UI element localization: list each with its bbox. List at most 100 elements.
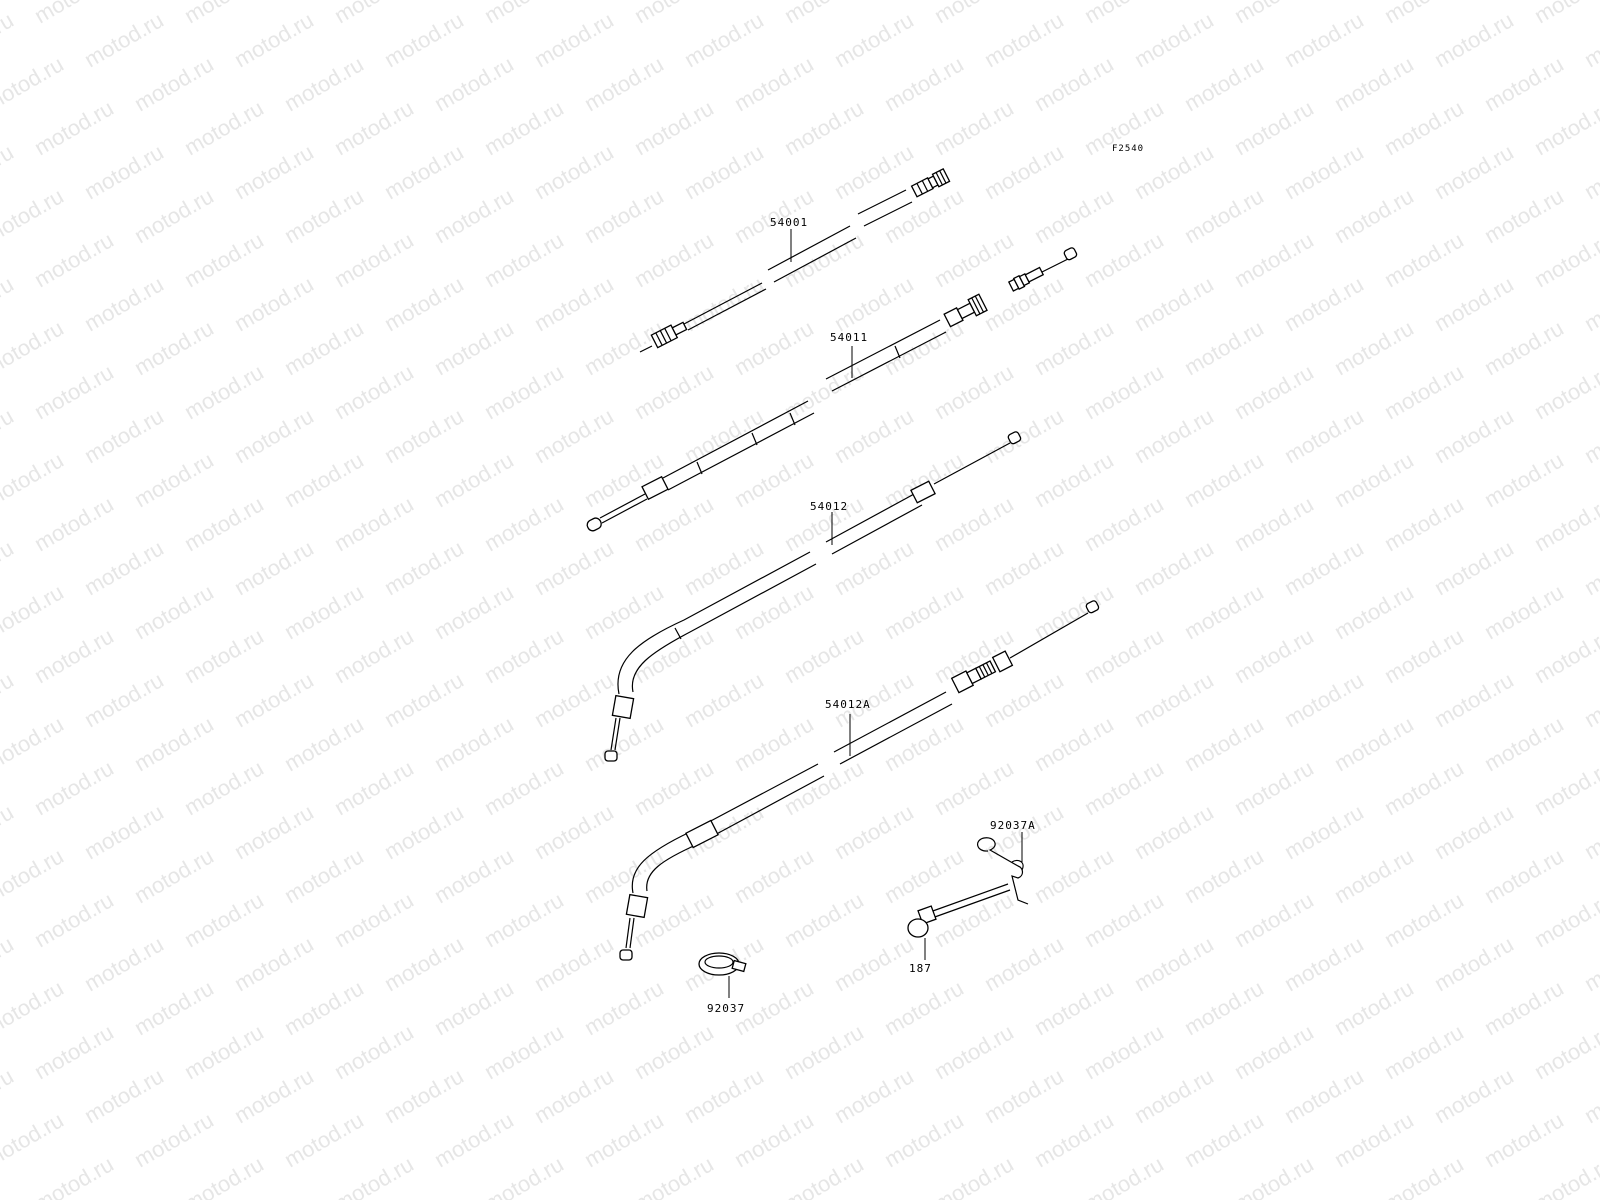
- watermark-text: motod.ru: [1380, 1019, 1468, 1084]
- watermark-text: motod.ru: [1030, 315, 1118, 380]
- watermark-text: motod.ru: [230, 1063, 318, 1128]
- watermark-text: motod.ru: [680, 667, 768, 732]
- watermark-text: motod.ru: [680, 139, 768, 204]
- watermark-text: motod.ru: [330, 95, 418, 160]
- watermark-text: motod.ru: [1380, 359, 1468, 424]
- watermark-text: motod.ru: [280, 1107, 368, 1172]
- watermark-text: motod.ru: [180, 359, 268, 424]
- watermark-text: motod.ru: [80, 403, 168, 468]
- watermark-text: motod.ru: [130, 447, 218, 512]
- watermark-text: motod.ru: [1330, 1107, 1418, 1172]
- watermark-text: motod.ru: [430, 1107, 518, 1172]
- watermark-text: motod.ru: [1280, 535, 1368, 600]
- watermark-text: motod.ru: [30, 359, 118, 424]
- watermark-text: motod.ru: [930, 0, 1018, 28]
- watermark-text: motod.ru: [30, 95, 118, 160]
- watermark-text: motod.ru: [980, 1195, 1068, 1200]
- watermark-text: motod.ru: [480, 887, 568, 952]
- watermark-text: motod.ru: [330, 359, 418, 424]
- watermark-text: motod.ru: [1580, 799, 1600, 864]
- watermark-text: motod.ru: [0, 799, 18, 864]
- watermark-text: motod.ru: [580, 843, 668, 908]
- watermark-text: motod.ru: [880, 975, 968, 1040]
- watermark-text: motod.ru: [1230, 1019, 1318, 1084]
- watermark-text: motod.ru: [1480, 843, 1568, 908]
- watermark-text: motod.ru: [1230, 491, 1318, 556]
- watermark-text: motod.ru: [330, 887, 418, 952]
- watermark-text: motod.ru: [380, 139, 468, 204]
- watermark-text: motod.ru: [180, 623, 268, 688]
- part-label-54012a[interactable]: 54012A: [825, 698, 871, 711]
- watermark-text: motod.ru: [880, 579, 968, 644]
- watermark-text: motod.ru: [1530, 1019, 1600, 1084]
- watermark-text: motod.ru: [280, 183, 368, 248]
- watermark-text: motod.ru: [1230, 359, 1318, 424]
- watermark-text: motod.ru: [180, 1019, 268, 1084]
- watermark-text: motod.ru: [730, 579, 818, 644]
- watermark-text: motod.ru: [1280, 139, 1368, 204]
- watermark-text: motod.ru: [1230, 887, 1318, 952]
- watermark-text: motod.ru: [630, 0, 718, 28]
- watermark-text: motod.ru: [380, 7, 468, 72]
- part-label-54001[interactable]: 54001: [770, 216, 808, 229]
- watermark-text: motod.ru: [730, 711, 818, 776]
- part-label-187[interactable]: 187: [909, 962, 932, 975]
- watermark-text: motod.ru: [730, 1107, 818, 1172]
- watermark-text: motod.ru: [0, 315, 68, 380]
- watermark-text: motod.ru: [330, 491, 418, 556]
- watermark-text: motod.ru: [1480, 183, 1568, 248]
- watermark-text: motod.ru: [830, 931, 918, 996]
- watermark-text: motod.ru: [1380, 623, 1468, 688]
- watermark-text: motod.ru: [380, 667, 468, 732]
- watermark-text: motod.ru: [1430, 535, 1518, 600]
- speedometer-cable-54001[interactable]: [639, 167, 951, 353]
- watermark-text: motod.ru: [1280, 403, 1368, 468]
- watermark-text: motod.ru: [1530, 491, 1600, 556]
- throttle-cable-54012[interactable]: [604, 431, 1022, 762]
- watermark-text: motod.ru: [0, 403, 18, 468]
- watermark-text: motod.ru: [430, 315, 518, 380]
- watermark-text: motod.ru: [0, 183, 68, 248]
- watermark-text: motod.ru: [1530, 887, 1600, 952]
- watermark-text: motod.ru: [1080, 623, 1168, 688]
- watermark-text: motod.ru: [330, 0, 418, 28]
- watermark-text: motod.ru: [880, 51, 968, 116]
- watermark-text: motod.ru: [1130, 799, 1218, 864]
- watermark-text: motod.ru: [1380, 755, 1468, 820]
- bolt-187[interactable]: [907, 883, 1011, 938]
- watermark-text: motod.ru: [0, 579, 68, 644]
- watermark-text: motod.ru: [130, 711, 218, 776]
- band-clamp-92037[interactable]: [698, 952, 747, 976]
- watermark-text: motod.ru: [130, 579, 218, 644]
- watermark-text: motod.ru: [680, 1063, 768, 1128]
- watermark-text: motod.ru: [1430, 1063, 1518, 1128]
- part-label-92037[interactable]: 92037: [707, 1002, 745, 1015]
- watermark-text: motod.ru: [80, 1195, 168, 1200]
- watermark-text: motod.ru: [930, 491, 1018, 556]
- watermark-text: motod.ru: [480, 227, 568, 292]
- watermark-text: motod.ru: [930, 755, 1018, 820]
- watermark-text: motod.ru: [580, 1107, 668, 1172]
- wire-clamp-92037a[interactable]: [977, 837, 1029, 905]
- part-label-92037a[interactable]: 92037A: [990, 819, 1036, 832]
- watermark-text: motod.ru: [930, 227, 1018, 292]
- part-label-54011[interactable]: 54011: [830, 331, 868, 344]
- watermark-text: motod.ru: [1580, 7, 1600, 72]
- watermark-text: motod.ru: [530, 931, 618, 996]
- watermark-text: motod.ru: [0, 975, 68, 1040]
- part-label-54012[interactable]: 54012: [810, 500, 848, 513]
- watermark-text: motod.ru: [280, 579, 368, 644]
- watermark-text: motod.ru: [680, 1195, 768, 1200]
- clutch-cable-54011[interactable]: [585, 247, 1078, 533]
- throttle-cable-54012a[interactable]: [619, 600, 1100, 961]
- watermark-text: motod.ru: [0, 843, 68, 908]
- watermark-text: motod.ru: [1230, 755, 1318, 820]
- watermark-text: motod.ru: [130, 315, 218, 380]
- watermark-text: motod.ru: [780, 755, 868, 820]
- watermark-text: motod.ru: [30, 755, 118, 820]
- watermark-text: motod.ru: [1430, 931, 1518, 996]
- watermark-text: motod.ru: [1430, 139, 1518, 204]
- watermark-text: motod.ru: [430, 51, 518, 116]
- watermark-text: motod.ru: [930, 1019, 1018, 1084]
- watermark-text: motod.ru: [930, 1151, 1018, 1200]
